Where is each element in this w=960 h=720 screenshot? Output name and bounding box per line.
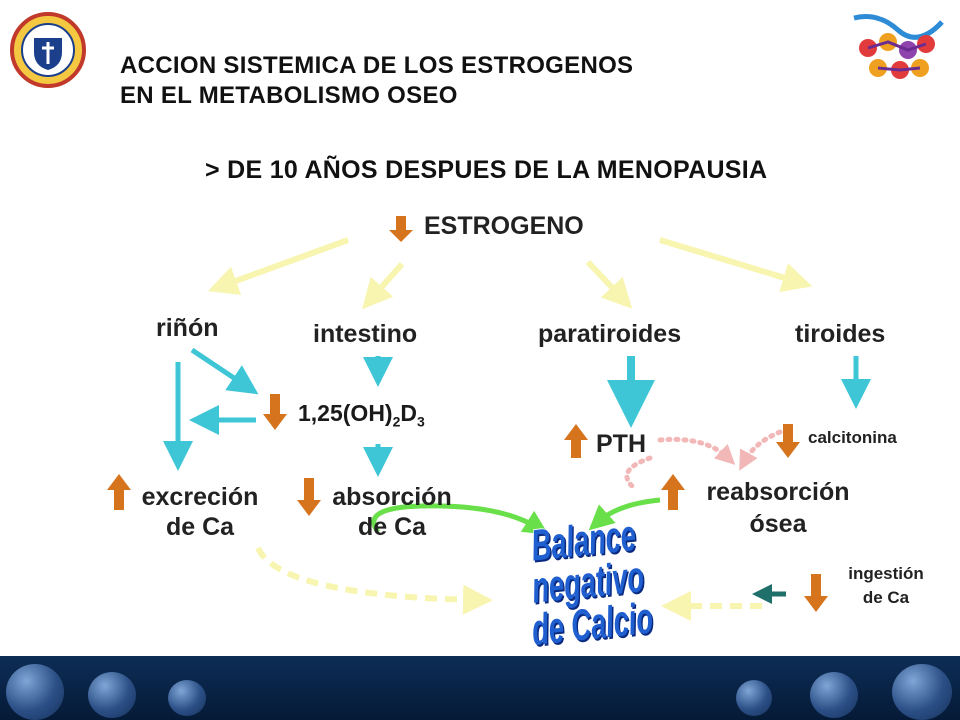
- node-estrogeno: ESTROGENO: [424, 212, 584, 240]
- reabsorcion-line-1: reabsorción: [706, 478, 850, 506]
- down-arrow-vitamin-d: [263, 394, 287, 430]
- node-paratiroides: paratiroides: [538, 320, 682, 348]
- down-arrow-calcitonina: [776, 424, 800, 458]
- node-calcitonina: calcitonina: [808, 428, 897, 447]
- excrecion-line-2: de Ca: [165, 513, 235, 541]
- arrow-excrecion-to-balance: [255, 546, 493, 615]
- vitamin-d-base: 1,25(OH): [298, 400, 393, 426]
- node-absorcion: absorción de Ca: [312, 482, 472, 542]
- reabsorcion-line-2: ósea: [749, 510, 807, 538]
- arrow-reabsorcion-to-balance: [588, 497, 661, 531]
- slide-title-line-1: ACCION SISTEMICA DE LOS ESTROGENOS: [120, 52, 634, 79]
- absorcion-line-2: de Ca: [357, 513, 427, 541]
- arrow-pth-dotted-left: [624, 455, 653, 489]
- arrow-estrogeno-to-rinon: [207, 237, 350, 295]
- node-tiroides: tiroides: [795, 320, 886, 348]
- balance-negativo-wordart: Balance negativo de Calcio: [507, 511, 668, 655]
- arrow-estrogeno-to-tiroides: [659, 237, 813, 292]
- arrow-pth-to-reabsorcion: [657, 436, 736, 465]
- slide-title-line-2: EN EL METABOLISMO OSEO: [120, 82, 458, 109]
- vitamin-d-sub-2: 3: [417, 413, 425, 430]
- ingestion-line-1: ingestión: [848, 564, 924, 583]
- bottom-decorative-band: [0, 656, 960, 720]
- slide-subtitle: > DE 10 AÑOS DESPUES DE LA MENOPAUSIA: [205, 156, 768, 184]
- node-pth: PTH: [596, 430, 646, 458]
- decorative-bubble: [736, 680, 772, 716]
- arrow-calcitonina-to-reabsorcion: [739, 429, 783, 471]
- decorative-bubble: [892, 664, 952, 720]
- vitamin-d-sub-1: 2: [392, 413, 401, 430]
- arrow-rinon-to-vitamin-d: [190, 347, 259, 395]
- node-reabsorcion: reabsorción ósea: [686, 476, 870, 540]
- decorative-bubble: [88, 672, 136, 718]
- node-excrecion: excreción de Ca: [122, 482, 278, 542]
- university-seal-logo: [10, 12, 86, 88]
- decorative-bubble: [168, 680, 206, 716]
- excrecion-line-1: excreción: [141, 483, 259, 511]
- up-arrow-excrecion: [107, 474, 131, 510]
- arrow-estrogeno-to-intestino: [362, 262, 405, 310]
- node-rinon: riñón: [156, 314, 219, 342]
- decorative-bubble: [810, 672, 858, 718]
- up-arrow-reabsorcion: [661, 474, 685, 510]
- down-arrow-absorcion: [297, 478, 321, 516]
- down-arrow-ingestion: [804, 574, 828, 612]
- absorcion-line-1: absorción: [332, 483, 452, 511]
- up-arrow-pth: [564, 424, 588, 458]
- down-arrow-estrogeno: [389, 216, 413, 242]
- dna-molecule-logo: [853, 14, 944, 79]
- arrow-absorcion-to-balance: [371, 503, 549, 535]
- arrow-estrogeno-to-paratiroides: [585, 259, 633, 309]
- node-vitamin-d: 1,25(OH)2D3: [298, 400, 425, 430]
- node-ingestion: ingestión de Ca: [836, 562, 936, 610]
- vitamin-d-letter: D: [400, 400, 418, 426]
- node-intestino: intestino: [313, 320, 418, 348]
- decorative-bubble: [6, 664, 64, 720]
- ingestion-line-2: de Ca: [862, 588, 910, 607]
